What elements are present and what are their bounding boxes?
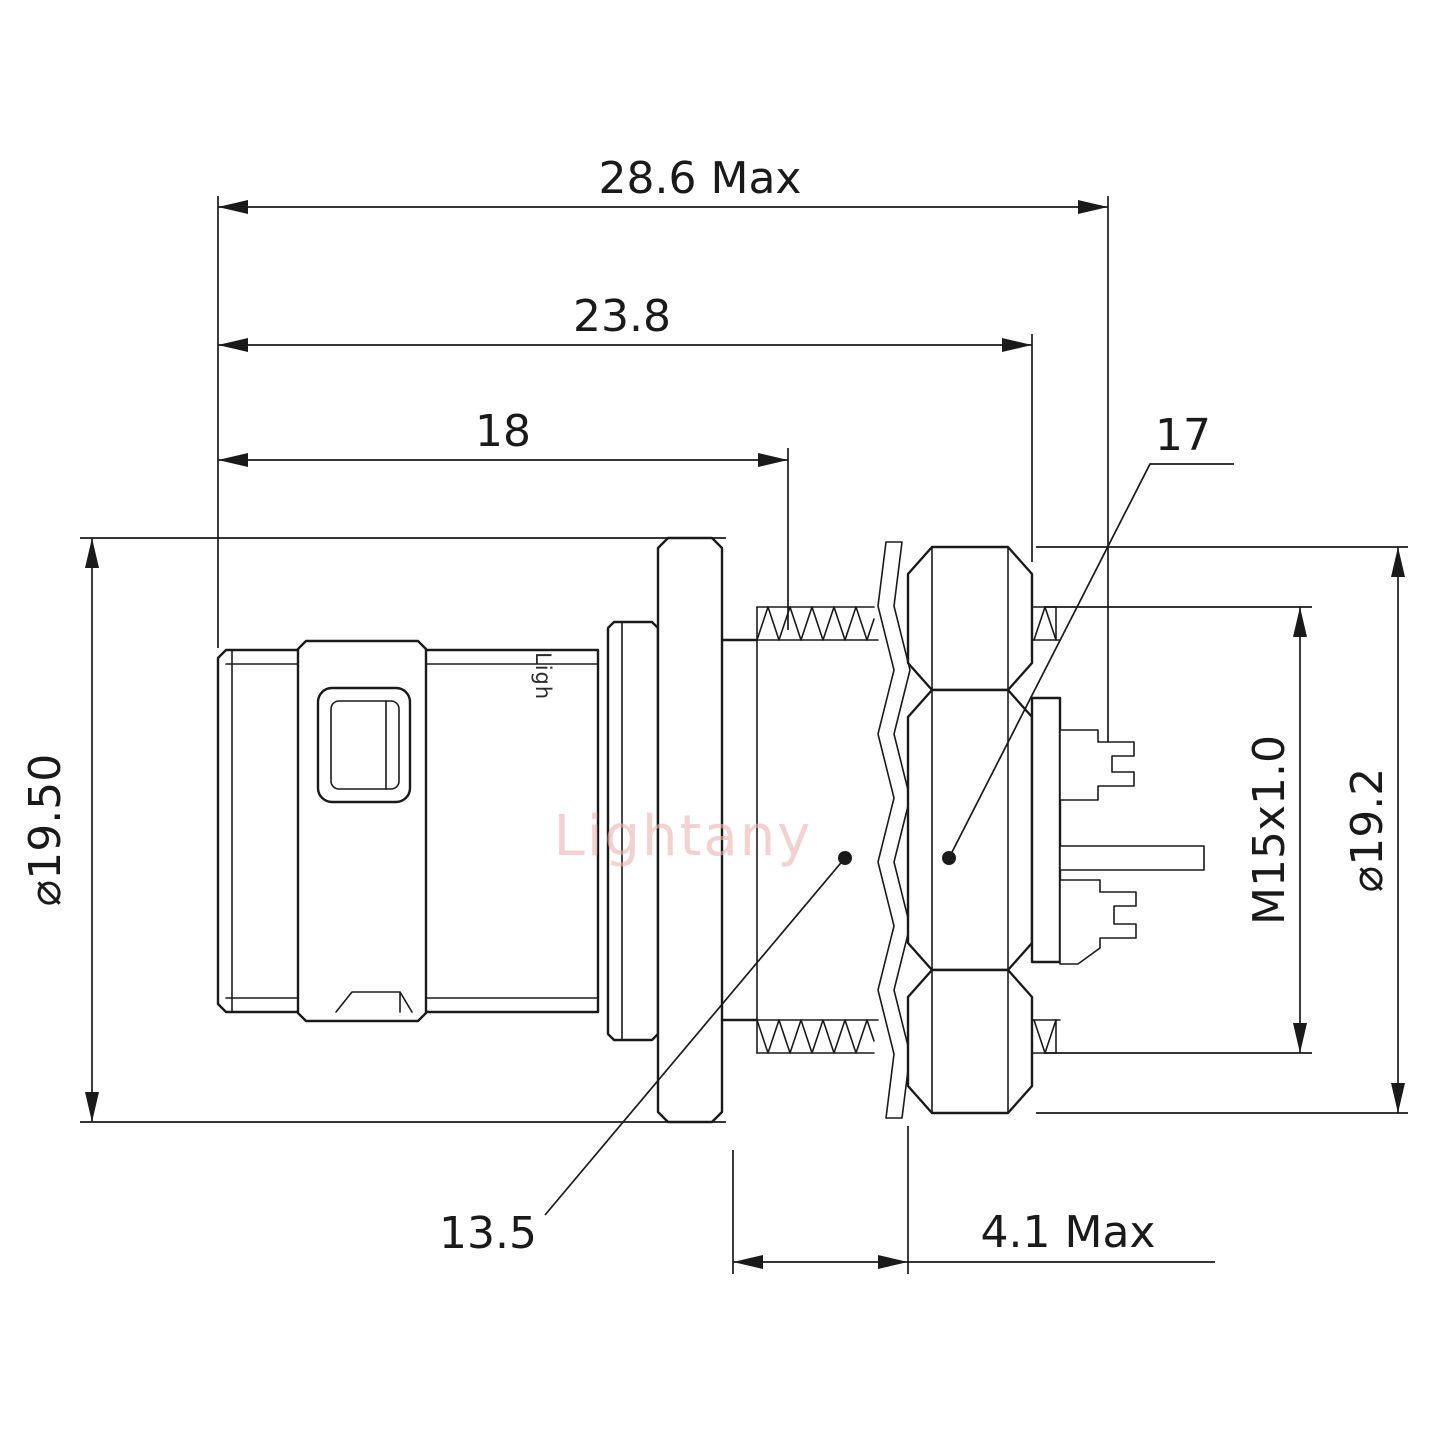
arrow-icon (1391, 547, 1405, 577)
watermark-text: Lightany (554, 804, 813, 869)
lock-washer (877, 541, 911, 1119)
callout-thread-label: 13.5 (439, 1208, 537, 1259)
dim-overall-length: 28.6 Max (217, 153, 1109, 742)
arrow-icon (733, 1255, 763, 1269)
arrow-icon (218, 200, 248, 214)
callout-thread: 13.5 (439, 851, 852, 1259)
arrow-icon (1002, 338, 1032, 352)
hex-nut (906, 545, 1034, 1115)
dim-thread-spec: M15x1.0 (1044, 606, 1312, 1054)
upper-contact (1059, 729, 1135, 801)
dim-rear-diameter-label: ⌀19.2 (1342, 768, 1393, 892)
dim-intermediate-length: 23.8 (218, 291, 1033, 562)
dim-front-length: 18 (218, 406, 789, 630)
grip-collar (296, 639, 428, 1023)
dim-intermediate-length-label: 23.8 (573, 291, 671, 342)
thread-teeth-top (756, 606, 875, 641)
rear-contacts (1030, 696, 1205, 965)
rear-insulator (1030, 696, 1062, 964)
arrow-icon (878, 1255, 908, 1269)
callout-nut-point (942, 851, 956, 865)
arrow-icon (758, 453, 788, 467)
callout-nut-label: 17 (1155, 410, 1211, 461)
arrow-icon (1391, 1083, 1405, 1113)
callout-nut: 17 (942, 410, 1234, 865)
arrow-icon (1078, 200, 1108, 214)
dim-front-length-label: 18 (475, 406, 531, 457)
threaded-stem (720, 606, 879, 1054)
latch-slot (330, 700, 400, 790)
center-pin (1059, 845, 1205, 871)
dim-front-diameter-label: ⌀19.50 (20, 754, 71, 906)
arrow-icon (218, 338, 248, 352)
arrow-icon (1293, 607, 1307, 637)
shoulder-ring (606, 620, 660, 1042)
dim-nut-depth: 4.1 Max (732, 1126, 1215, 1274)
callout-thread-point (838, 851, 852, 865)
connector-body: Ligh (216, 536, 1205, 1124)
shoulder-outline (606, 620, 660, 1042)
dim-nut-depth-label: 4.1 Max (981, 1207, 1156, 1258)
arrow-icon (85, 1092, 99, 1122)
dim-front-diameter: ⌀19.50 (20, 537, 726, 1123)
arrow-icon (85, 538, 99, 568)
callout-thread-leader (544, 857, 846, 1216)
callout-nut-leader (948, 463, 1234, 859)
thread-teeth-bottom (756, 1019, 875, 1054)
dim-overall-length-label: 28.6 Max (599, 153, 802, 204)
dim-rear-diameter: ⌀19.2 (1036, 546, 1408, 1114)
latch-window (316, 686, 412, 804)
washer-outline (877, 541, 911, 1119)
nut-band-top (906, 545, 1034, 692)
dimensions: 28.6 Max 23.8 18 ⌀19.50 (20, 153, 1408, 1274)
body-engraving-text: Ligh (531, 652, 555, 700)
nut-band-bottom (906, 968, 1034, 1115)
arrow-icon (218, 453, 248, 467)
arrow-icon (1293, 1023, 1307, 1053)
lower-contact (1059, 879, 1137, 965)
latch-bottom-detail (335, 991, 413, 1013)
dim-thread-spec-label: M15x1.0 (1244, 735, 1295, 925)
